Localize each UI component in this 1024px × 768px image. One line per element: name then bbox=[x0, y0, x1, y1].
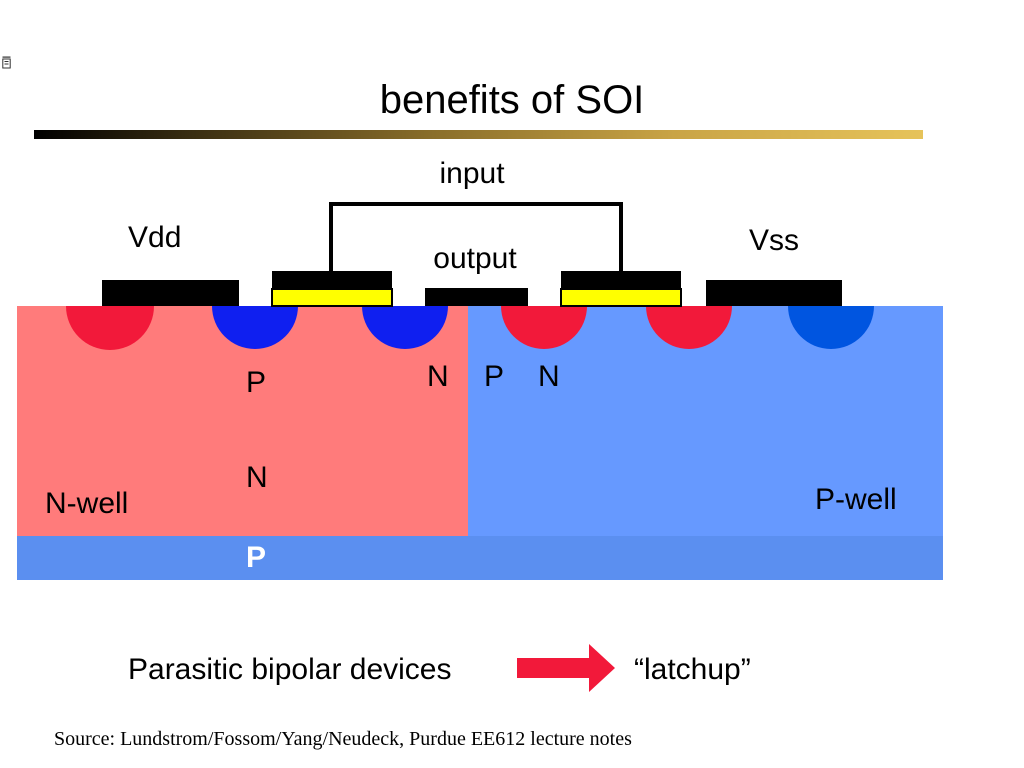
pmos-gate-oxide bbox=[271, 288, 393, 307]
caption-text: Parasitic bipolar devices bbox=[128, 653, 452, 686]
vss-contact bbox=[706, 280, 842, 306]
n-plus-diffusion-2 bbox=[501, 306, 587, 349]
latchup-label: “latchup” bbox=[634, 653, 751, 686]
output-contact bbox=[425, 288, 528, 306]
vdd-label: Vdd bbox=[128, 221, 181, 254]
p-plus-diffusion-2 bbox=[362, 306, 448, 349]
source-citation: Source: Lundstrom/Fossom/Yang/Neudeck, P… bbox=[54, 728, 632, 750]
n-base-label: N bbox=[246, 461, 268, 494]
nmos-gate-metal bbox=[561, 271, 681, 289]
slide-notes-icon bbox=[2, 56, 11, 69]
input-wire bbox=[329, 202, 623, 271]
p-base-label: P bbox=[484, 360, 504, 393]
p-plus-diffusion-3 bbox=[788, 306, 874, 349]
nmos-gate-oxide bbox=[560, 288, 682, 307]
p-plus-diffusion-1 bbox=[212, 306, 298, 349]
output-label: output bbox=[433, 242, 517, 275]
cmos-cross-section-diagram: input output Vdd Vss P N N P N N-well P-… bbox=[17, 157, 943, 580]
right-arrow-icon bbox=[517, 644, 615, 692]
n-well-label: N-well bbox=[45, 487, 128, 520]
n-collector-label: N bbox=[427, 360, 449, 393]
n-plus-diffusion-3 bbox=[646, 306, 732, 349]
p-substrate-region bbox=[17, 536, 943, 580]
slide-title: benefits of SOI bbox=[379, 78, 645, 122]
vss-label: Vss bbox=[749, 224, 799, 257]
n-plus-diffusion-1 bbox=[66, 306, 154, 350]
p-well-label: P-well bbox=[815, 483, 897, 516]
pmos-gate-metal bbox=[272, 271, 392, 289]
input-label: input bbox=[439, 157, 505, 190]
title-underline-bar bbox=[34, 130, 923, 139]
vdd-contact bbox=[102, 280, 239, 306]
p-emitter-label: P bbox=[246, 366, 266, 399]
n-emitter-label: N bbox=[538, 360, 560, 393]
p-substrate-label: P bbox=[246, 541, 266, 574]
